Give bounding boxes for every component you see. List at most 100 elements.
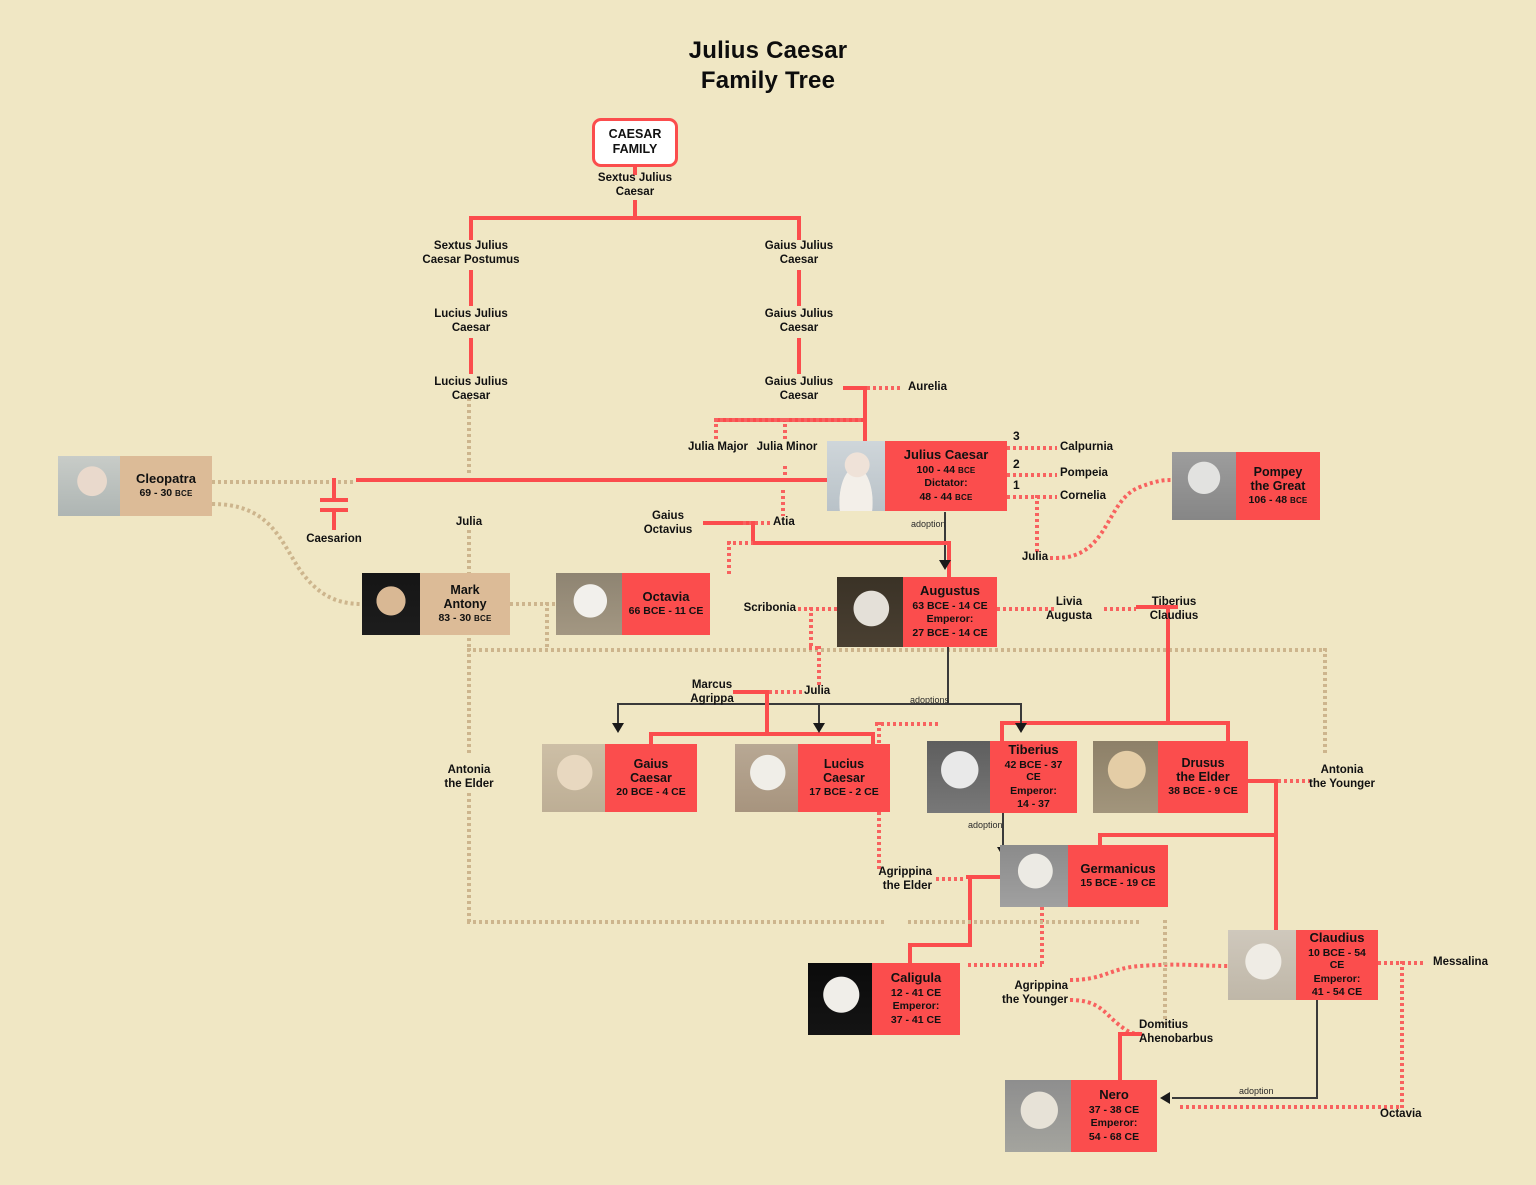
node-julia-minor: Julia Minor — [757, 441, 818, 455]
edge-drusus-children-bar — [1098, 833, 1278, 837]
person-name: Gaius — [633, 757, 669, 772]
edge-drusus-to-claudius — [1274, 833, 1278, 943]
person-dates: 66 BCE - 11 CE — [628, 605, 704, 618]
person-name-2: the Great — [1250, 479, 1306, 494]
person-card-cleopatra[interactable]: Cleopatra 69 - 30 BCE — [58, 456, 212, 516]
edge-gaius1-to-gaius2 — [797, 270, 801, 306]
person-dates: 100 - 44 BCE — [916, 463, 976, 476]
person-body-tiberius: Tiberius 42 BCE - 37 CE Emperor: 14 - 37 — [990, 741, 1077, 813]
node-gaius-julius-caesar-1: Gaius Julius Caesar — [765, 240, 833, 267]
person-body-augustus: Augustus 63 BCE - 14 CE Emperor: 27 BCE … — [903, 577, 997, 647]
label-adoption-tiberius-germanicus: adoption — [968, 820, 1003, 830]
arrow-adopt-gaius — [612, 723, 624, 733]
node-line-1: Gaius Julius — [764, 376, 834, 388]
node-line-1: Aurelia — [908, 381, 947, 393]
portrait-mark-antony — [362, 573, 420, 635]
portrait-gaius-caesar — [542, 744, 605, 812]
edge-germanicus-left — [966, 875, 1000, 879]
node-sextus-julius-caesar-postumus: Sextus Julius Caesar Postumus — [422, 240, 519, 267]
title-line-1: Julius Caesar — [688, 37, 848, 64]
person-card-germanicus[interactable]: Germanicus 15 BCE - 19 CE — [1000, 845, 1168, 907]
edge-children-bar-dotted — [714, 418, 864, 422]
node-line-1: Gaius Julius — [764, 240, 834, 252]
portrait-octavia — [556, 573, 622, 635]
node-line-2: Caesar — [779, 389, 819, 402]
person-role-dates: 41 - 54 CE — [1311, 986, 1363, 999]
edge-agrippa-children-bar — [649, 732, 875, 736]
node-gaius-julius-caesar-3: Gaius Julius Caesar — [765, 376, 833, 403]
node-line-1: Tiberius — [1151, 596, 1197, 608]
edge-antonia-elder-tail — [467, 793, 471, 923]
marriage-mark-antony-octavia — [510, 602, 556, 606]
node-line-1: Scribonia — [743, 602, 796, 614]
edge-messalina-down — [1400, 961, 1404, 1109]
person-card-tiberius[interactable]: Tiberius 42 BCE - 37 CE Emperor: 14 - 37 — [927, 741, 1077, 813]
edge-faint-under-germanicus — [908, 920, 1140, 924]
person-card-lucius-caesar[interactable]: Lucius Caesar 17 BCE - 2 CE — [735, 744, 890, 812]
edge-gaius3-right — [843, 386, 867, 390]
person-card-augustus[interactable]: Augustus 63 BCE - 14 CE Emperor: 27 BCE … — [837, 577, 997, 647]
edge-octavia-wife-bar — [1180, 1105, 1402, 1109]
edge-adoption-claudius-nero-h — [1172, 1097, 1318, 1099]
person-card-caligula[interactable]: Caligula 12 - 41 CE Emperor: 37 - 41 CE — [808, 963, 960, 1035]
node-antonia-the-elder: Antonia the Elder — [444, 764, 493, 791]
node-caesarion: Caesarion — [306, 533, 362, 547]
person-dates: 69 - 30 BCE — [139, 487, 193, 500]
person-role: Emperor: — [1090, 1117, 1138, 1130]
portrait-julius-caesar — [827, 441, 885, 511]
person-card-pompey-the-great[interactable]: Pompey the Great 106 - 48 BCE — [1172, 452, 1320, 520]
person-dates: 17 BCE - 2 CE — [809, 786, 879, 799]
marriage-gaius3-aurelia — [867, 386, 903, 390]
person-card-mark-antony[interactable]: Mark Antony 83 - 30 BCE — [362, 573, 510, 635]
node-line-2: Agrippa — [690, 692, 734, 705]
page-title: Julius Caesar Family Tree — [0, 36, 1536, 96]
node-lucius-julius-caesar-1: Lucius Julius Caesar — [434, 308, 508, 335]
person-card-octavia[interactable]: Octavia 66 BCE - 11 CE — [556, 573, 710, 635]
person-role: Emperor: — [1313, 972, 1361, 985]
arrow-adopt-tiberius — [1015, 723, 1027, 733]
person-body-octavia: Octavia 66 BCE - 11 CE — [622, 573, 710, 635]
node-line-2: Caesar Postumus — [422, 253, 520, 266]
portrait-cleopatra — [58, 456, 120, 516]
person-card-julius-caesar[interactable]: Julius Caesar 100 - 44 BCE Dictator: 48 … — [827, 441, 1007, 511]
node-line-1: Julia — [1021, 551, 1049, 563]
person-body-drusus: Drusus the Elder 38 BCE - 9 CE — [1158, 741, 1248, 813]
edge-caesarion-upper — [332, 478, 336, 500]
edge-julia-minor-down — [783, 466, 787, 480]
person-role-dates: 14 - 37 — [1017, 798, 1050, 811]
node-line-1: Domitius — [1139, 1019, 1189, 1031]
edge-germanicus-children-bar — [908, 943, 970, 947]
marriage-caesar-pompeia — [1007, 473, 1057, 477]
person-card-drusus-the-elder[interactable]: Drusus the Elder 38 BCE - 9 CE — [1093, 741, 1248, 813]
portrait-augustus — [837, 577, 903, 647]
node-julia-agrippa-wife: Julia — [804, 685, 830, 699]
label-adoptions-augustus: adoptions — [910, 695, 950, 705]
person-name-2: the Elder — [1176, 770, 1230, 785]
edge-sextus-down — [633, 200, 637, 218]
person-card-nero[interactable]: Nero 37 - 38 CE Emperor: 54 - 68 CE — [1005, 1080, 1157, 1152]
node-line-2: the Elder — [882, 879, 932, 892]
person-dates: 12 - 41 CE — [890, 986, 942, 999]
root-node-caesar-family[interactable]: CAESAR FAMILY — [592, 118, 678, 167]
node-agrippina-the-elder: Agrippina the Elder — [878, 866, 932, 893]
link-agrippina-younger-claudius — [1069, 962, 1229, 982]
node-antonia-the-younger: Antonia the Younger — [1309, 764, 1375, 791]
marriage-gaius-octavius-atia — [743, 521, 773, 525]
node-line-1: Julia Minor — [756, 441, 818, 453]
edge-gaius2-to-gaius3 — [797, 338, 801, 374]
marriage-livia-tiberius-claudius — [1104, 607, 1136, 611]
person-card-gaius-caesar[interactable]: Gaius Caesar 20 BCE - 4 CE — [542, 744, 697, 812]
edge-tib-claudius-children-bar — [1000, 721, 1230, 725]
person-name: Augustus — [920, 583, 980, 599]
node-aurelia: Aurelia — [908, 381, 947, 395]
person-card-claudius[interactable]: Claudius 10 BCE - 54 CE Emperor: 41 - 54… — [1228, 930, 1378, 1000]
edge-postumus-to-lucius-1 — [469, 270, 473, 306]
edge-germanicus-to-younger-bar — [968, 963, 1042, 967]
node-line-2: Caesar — [615, 185, 655, 198]
node-line-1: Gaius — [652, 510, 684, 522]
edge-adoption-caesar-augustus — [944, 512, 946, 564]
marriage-agrippina-elder-germanicus — [936, 877, 964, 881]
node-line-2: Claudius — [1149, 609, 1199, 622]
person-name: Caligula — [890, 970, 942, 986]
